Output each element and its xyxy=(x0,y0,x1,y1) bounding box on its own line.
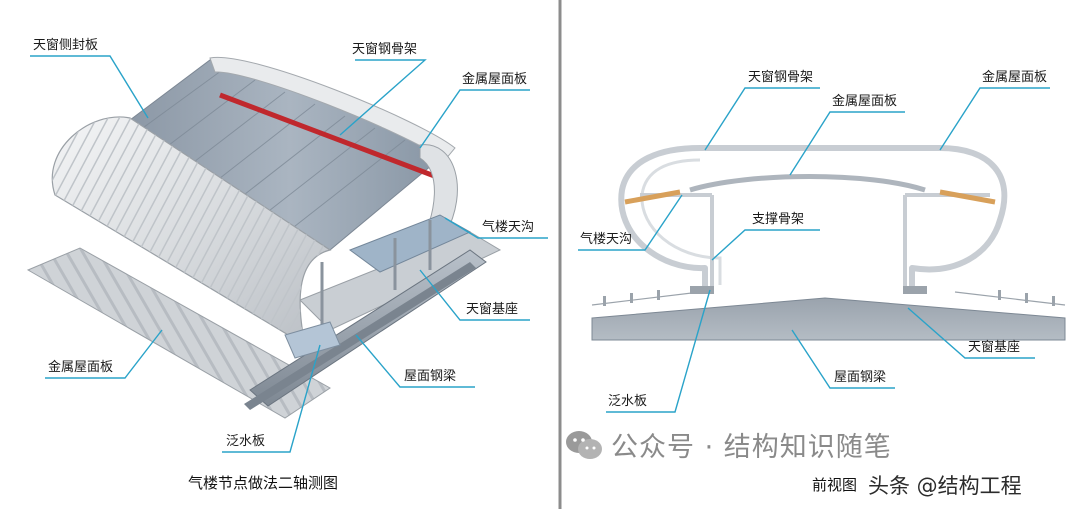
leader-front-steel-frame xyxy=(704,87,820,151)
wechat-watermark: 公众号 · 结构知识随笔 xyxy=(565,425,892,464)
label-gutter: 气楼天沟 xyxy=(482,220,535,235)
front-inner-roof-panel xyxy=(689,174,926,193)
leader-front-metal-roof-center xyxy=(789,111,905,176)
label-front-metal-roof-center: 金属屋面板 xyxy=(832,94,898,109)
front-purlin-clips xyxy=(603,290,1055,306)
leader-front-steel-beam xyxy=(791,329,895,389)
front-skylight-frame xyxy=(618,145,1008,290)
leader-front-support xyxy=(711,229,820,261)
leader-steel-frame xyxy=(339,59,427,136)
label-front-metal-roof-right: 金属屋面板 xyxy=(982,70,1048,85)
barrel-vault-ribs xyxy=(52,116,331,346)
front-view xyxy=(591,145,1066,341)
wechat-watermark-text: 公众号 · 结构知识随笔 xyxy=(611,432,892,463)
label-metal-roof-top: 金属屋面板 xyxy=(462,72,528,87)
support-posts xyxy=(320,220,432,330)
label-front-flashing: 泛水板 xyxy=(608,394,648,409)
label-side-panel: 天窗侧封板 xyxy=(33,38,99,53)
base-metal-roof-sheet xyxy=(26,247,331,419)
front-gutter-left xyxy=(624,189,681,205)
flashing-piece xyxy=(284,321,341,359)
inner-panel-ribs xyxy=(139,67,406,231)
leader-metal-roof-top xyxy=(419,89,530,149)
label-metal-roof-bottom: 金属屋面板 xyxy=(48,360,114,375)
leader-front-gutter xyxy=(578,194,683,251)
label-front-steel-beam: 屋面钢梁 xyxy=(834,370,887,385)
front-roof-purlins xyxy=(591,291,1066,306)
wechat-icon xyxy=(566,430,602,459)
front-gutter-right xyxy=(939,189,996,205)
left-caption: 气楼节点做法二轴测图 xyxy=(188,474,339,492)
skylight-steel-frame-member xyxy=(219,92,446,183)
label-flashing: 泛水板 xyxy=(226,434,266,449)
front-base-brackets xyxy=(690,286,927,294)
label-front-base: 天窗基座 xyxy=(968,340,1021,355)
axonometric-view xyxy=(26,56,502,419)
label-front-steel-frame: 天窗钢骨架 xyxy=(748,70,814,85)
skylight-gutter xyxy=(348,214,472,273)
leader-base xyxy=(419,269,530,321)
leader-gutter xyxy=(444,217,548,239)
label-steel-frame: 天窗钢骨架 xyxy=(352,42,418,57)
roof-steel-beam-flange xyxy=(244,262,476,410)
left-leader-lines xyxy=(30,55,548,453)
leader-front-flashing xyxy=(606,289,711,413)
skylight-side-panel-far xyxy=(209,56,456,161)
leader-steel-beam xyxy=(355,334,475,388)
front-support-frame xyxy=(640,193,990,290)
right-caption: 前视图 xyxy=(812,476,858,494)
leader-front-metal-roof-right xyxy=(939,87,1050,151)
right-leader-lines xyxy=(578,87,1050,413)
leader-metal-roof-bottom xyxy=(45,329,163,379)
label-front-gutter: 气楼天沟 xyxy=(580,232,633,247)
toutiao-watermark: 头条 @结构工程 xyxy=(868,474,1022,498)
label-front-support: 支撑骨架 xyxy=(752,212,805,227)
label-steel-beam: 屋面钢梁 xyxy=(404,369,457,384)
label-base: 天窗基座 xyxy=(466,302,519,317)
front-roof-steel-beam xyxy=(591,297,1066,341)
leader-flashing xyxy=(222,344,321,453)
leader-front-base xyxy=(907,307,1035,359)
leader-side-panel xyxy=(30,55,149,119)
